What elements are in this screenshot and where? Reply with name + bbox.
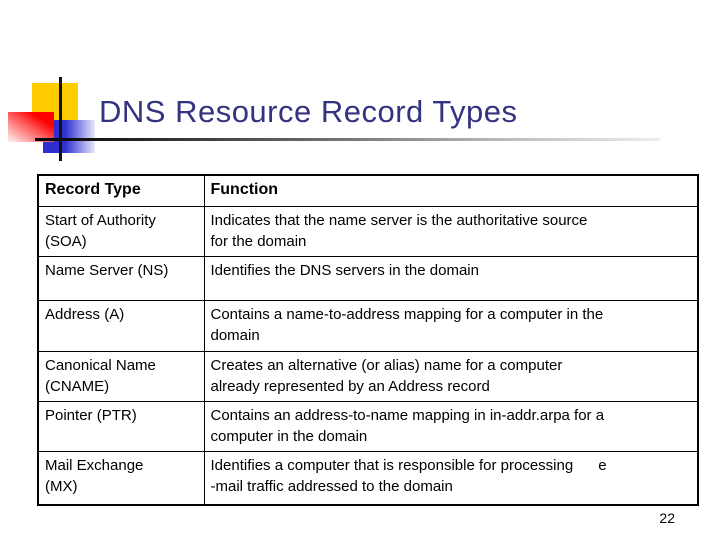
function-line: -mail traffic addressed to the domain (210, 478, 453, 495)
function-line: Contains a name-to-address mapping for a… (210, 306, 604, 323)
function-line: Creates an alternative (or alias) name f… (210, 357, 563, 374)
function-line: computer in the domain (210, 428, 368, 445)
header-record-type: Record Type (37, 174, 205, 207)
record-type-line: Address (A) (45, 306, 125, 323)
function-cell: Identifies the DNS servers in the domain (203, 256, 699, 301)
title-underline-rule (35, 138, 660, 141)
function-line: domain (210, 327, 260, 344)
function-line: for the domain (210, 233, 307, 250)
function-line: already represented by an Address record (210, 378, 490, 395)
function-cell: Contains an address-to-name mapping in i… (203, 401, 699, 452)
record-type-line: (SOA) (45, 233, 87, 250)
function-cell: Contains a name-to-address mapping for a… (203, 300, 699, 352)
table-row-ns: Name Server (NS) Identifies the DNS serv… (37, 256, 699, 301)
record-type-cell: Address (A) (37, 300, 205, 352)
function-line: Indicates that the name server is the au… (210, 212, 588, 229)
accent-red-square (8, 112, 54, 142)
table-row-ptr: Pointer (PTR) Contains an address-to-nam… (37, 401, 699, 452)
record-type-cell: Start of Authority (SOA) (37, 206, 205, 257)
page-number: 22 (659, 510, 675, 526)
record-type-cell: Pointer (PTR) (37, 401, 205, 452)
function-line: Identifies a computer that is responsibl… (210, 457, 607, 474)
record-type-line: Canonical Name (45, 357, 156, 374)
dns-record-types-table: Record Type Function Start of Authority … (37, 174, 699, 506)
record-type-line: (MX) (45, 478, 78, 495)
record-type-cell: Canonical Name (CNAME) (37, 351, 205, 402)
record-type-line: Pointer (PTR) (45, 407, 137, 424)
table-row-a: Address (A) Contains a name-to-address m… (37, 300, 699, 352)
table-row-cname: Canonical Name (CNAME) Creates an altern… (37, 351, 699, 402)
record-type-line: Name Server (NS) (45, 262, 169, 279)
record-type-line: (CNAME) (45, 378, 110, 395)
slide-title: DNS Resource Record Types (99, 94, 518, 129)
crosshair-vertical-line (59, 77, 62, 161)
record-type-line: Mail Exchange (45, 457, 144, 474)
function-cell: Identifies a computer that is responsibl… (203, 451, 699, 506)
function-line: Contains an address-to-name mapping in i… (210, 407, 605, 424)
function-line: Identifies the DNS servers in the domain (210, 262, 479, 279)
record-type-cell: Mail Exchange (MX) (37, 451, 205, 506)
function-cell: Indicates that the name server is the au… (203, 206, 699, 257)
header-function: Function (203, 174, 699, 207)
function-cell: Creates an alternative (or alias) name f… (203, 351, 699, 402)
record-type-cell: Name Server (NS) (37, 256, 205, 301)
record-type-line: Start of Authority (45, 212, 156, 229)
table-header-row: Record Type Function (37, 174, 699, 207)
table-row-mx: Mail Exchange (MX) Identifies a computer… (37, 451, 699, 506)
table-row-soa: Start of Authority (SOA) Indicates that … (37, 206, 699, 257)
